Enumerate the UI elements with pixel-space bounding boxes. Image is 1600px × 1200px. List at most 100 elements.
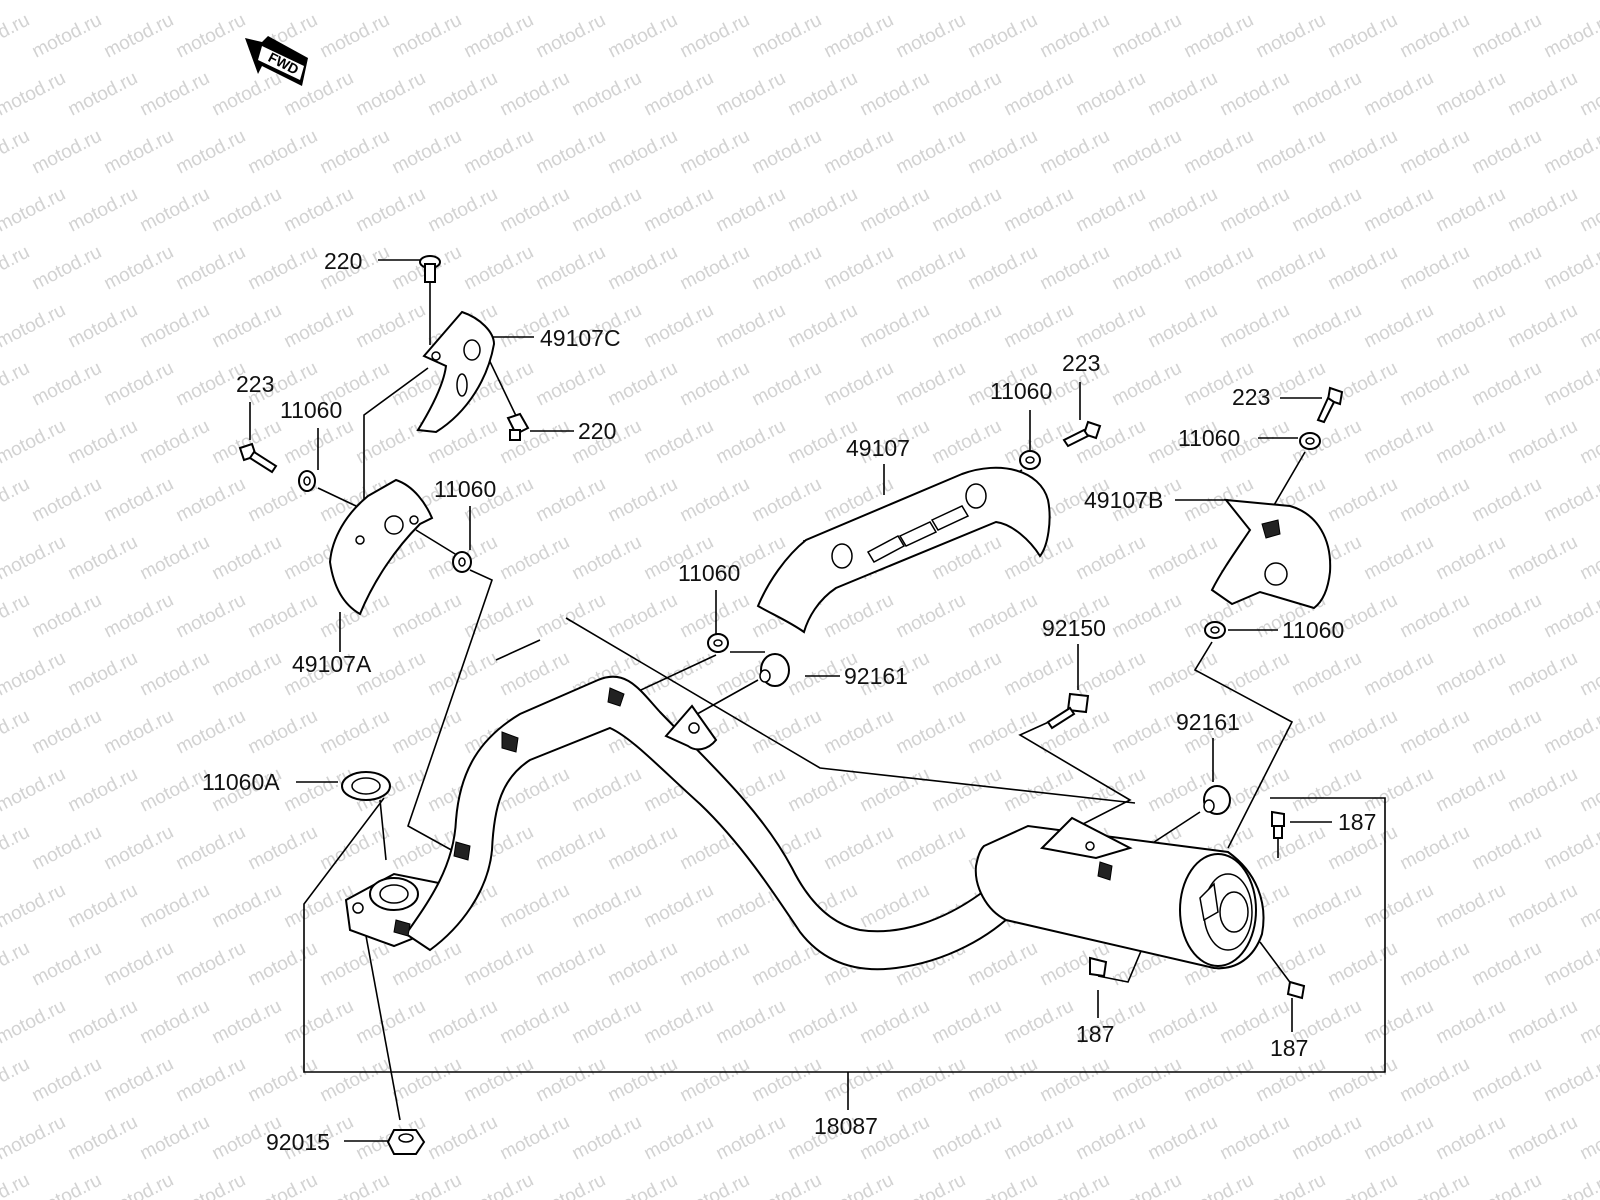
- watermark-text: motod.ru: [857, 300, 933, 353]
- watermark-text: motod.ru: [1505, 764, 1581, 817]
- watermark-text: motod.ru: [569, 996, 645, 1049]
- watermark-text: motod.ru: [137, 1112, 213, 1165]
- watermark-text: motod.ru: [713, 0, 789, 4]
- watermark-text: motod.ru: [209, 648, 285, 701]
- watermark-text: motod.ru: [0, 1112, 69, 1165]
- watermark-text: motod.ru: [29, 706, 105, 759]
- watermark-text: motod.ru: [821, 242, 897, 295]
- watermark-text: motod.ru: [1577, 416, 1600, 469]
- watermark-text: motod.ru: [1001, 184, 1077, 237]
- watermark-text: motod.ru: [245, 938, 321, 991]
- watermark-text: motod.ru: [1001, 648, 1077, 701]
- muffler-18087: [344, 675, 1265, 971]
- watermark-text: motod.ru: [1577, 880, 1600, 933]
- watermark-text: motod.ru: [533, 474, 609, 527]
- bolt-187-bottom2: [1286, 980, 1306, 1000]
- watermark-text: motod.ru: [1397, 474, 1473, 527]
- watermark-text: motod.ru: [857, 184, 933, 237]
- watermark-text: motod.ru: [1217, 1112, 1293, 1165]
- watermark-text: motod.ru: [101, 126, 177, 179]
- bolt-92150: [1046, 692, 1090, 730]
- watermark-text: motod.ru: [641, 416, 717, 469]
- watermark-text: motod.ru: [1181, 10, 1257, 63]
- watermark-text: motod.ru: [1397, 126, 1473, 179]
- watermark-text: motod.ru: [1433, 1112, 1509, 1165]
- watermark-text: motod.ru: [1541, 1170, 1600, 1200]
- watermark-text: motod.ru: [1541, 1054, 1600, 1107]
- watermark-text: motod.ru: [1469, 1170, 1545, 1200]
- callout-18087: 18087: [814, 1113, 878, 1139]
- watermark-text: motod.ru: [1505, 648, 1581, 701]
- watermark-text: motod.ru: [533, 938, 609, 991]
- watermark-text: motod.ru: [101, 242, 177, 295]
- watermark-text: motod.ru: [1361, 532, 1437, 585]
- heat-guard-49107b: [1210, 498, 1332, 610]
- watermark-text: motod.ru: [1289, 648, 1365, 701]
- bolt-187-bottom: [1089, 956, 1108, 978]
- watermark-text: motod.ru: [785, 184, 861, 237]
- watermark-text: motod.ru: [245, 822, 321, 875]
- watermark-text: motod.ru: [425, 996, 501, 1049]
- heat-guard-49107a: [328, 478, 434, 616]
- watermark-text: motod.ru: [929, 1112, 1005, 1165]
- watermark-text: motod.ru: [173, 242, 249, 295]
- watermark-text: motod.ru: [713, 416, 789, 469]
- screw-220-mid: [506, 412, 530, 441]
- watermark-text: motod.ru: [0, 0, 69, 4]
- watermark-text: motod.ru: [1397, 10, 1473, 63]
- watermark-text: motod.ru: [425, 0, 501, 4]
- watermark-text: motod.ru: [749, 474, 825, 527]
- watermark-text: motod.ru: [1433, 68, 1509, 121]
- bolt-187-right: [1271, 810, 1285, 839]
- callout-labels: 220 49107C 220 223 11060 11060 49107A 49…: [202, 248, 1376, 1155]
- watermark-text: motod.ru: [1073, 300, 1149, 353]
- watermark-text: motod.ru: [785, 300, 861, 353]
- watermark-text: motod.ru: [101, 1170, 177, 1200]
- watermark-text: motod.ru: [605, 474, 681, 527]
- watermark-text: motod.ru: [677, 10, 753, 63]
- watermark-text: motod.ru: [1361, 648, 1437, 701]
- watermark-text: motod.ru: [569, 764, 645, 817]
- callout-187-bottom2: 187: [1270, 1035, 1308, 1061]
- watermark-text: motod.ru: [137, 532, 213, 585]
- watermark-text: motod.ru: [965, 590, 1041, 643]
- watermark-text: motod.ru: [677, 242, 753, 295]
- watermark-text: motod.ru: [857, 764, 933, 817]
- watermark-text: motod.ru: [749, 1054, 825, 1107]
- watermark-text: motod.ru: [1253, 706, 1329, 759]
- watermark-text: motod.ru: [65, 764, 141, 817]
- watermark-text: motod.ru: [929, 300, 1005, 353]
- watermark-text: motod.ru: [605, 242, 681, 295]
- watermark-text: motod.ru: [1577, 300, 1600, 353]
- watermark-text: motod.ru: [1325, 474, 1401, 527]
- callout-49107a: 49107A: [292, 651, 372, 677]
- watermark-text: motod.ru: [497, 1112, 573, 1165]
- watermark-text: motod.ru: [1145, 184, 1221, 237]
- watermark-text: motod.ru: [29, 242, 105, 295]
- watermark-text: motod.ru: [101, 938, 177, 991]
- watermark-text: motod.ru: [461, 126, 537, 179]
- watermark-text: motod.ru: [677, 358, 753, 411]
- watermark-text: motod.ru: [353, 300, 429, 353]
- watermark-text: motod.ru: [0, 300, 69, 353]
- watermark-text: motod.ru: [1073, 532, 1149, 585]
- watermark-text: motod.ru: [893, 1054, 969, 1107]
- watermark-text: motod.ru: [1433, 648, 1509, 701]
- watermark-text: motod.ru: [65, 1112, 141, 1165]
- watermark-text: motod.ru: [1469, 706, 1545, 759]
- watermark-text: motod.ru: [29, 358, 105, 411]
- watermark-text: motod.ru: [1361, 996, 1437, 1049]
- watermark-text: motod.ru: [1361, 416, 1437, 469]
- watermark-text: motod.ru: [0, 1170, 33, 1200]
- watermark-text: motod.ru: [1001, 996, 1077, 1049]
- watermark-text: motod.ru: [1145, 648, 1221, 701]
- watermark-text: motod.ru: [317, 938, 393, 991]
- watermark-text: motod.ru: [317, 126, 393, 179]
- watermark-text: motod.ru: [533, 126, 609, 179]
- watermark-text: motod.ru: [1289, 880, 1365, 933]
- watermark-text: motod.ru: [101, 706, 177, 759]
- watermark-text: motod.ru: [749, 1170, 825, 1200]
- watermark-text: motod.ru: [1541, 706, 1600, 759]
- callout-92015: 92015: [266, 1129, 330, 1155]
